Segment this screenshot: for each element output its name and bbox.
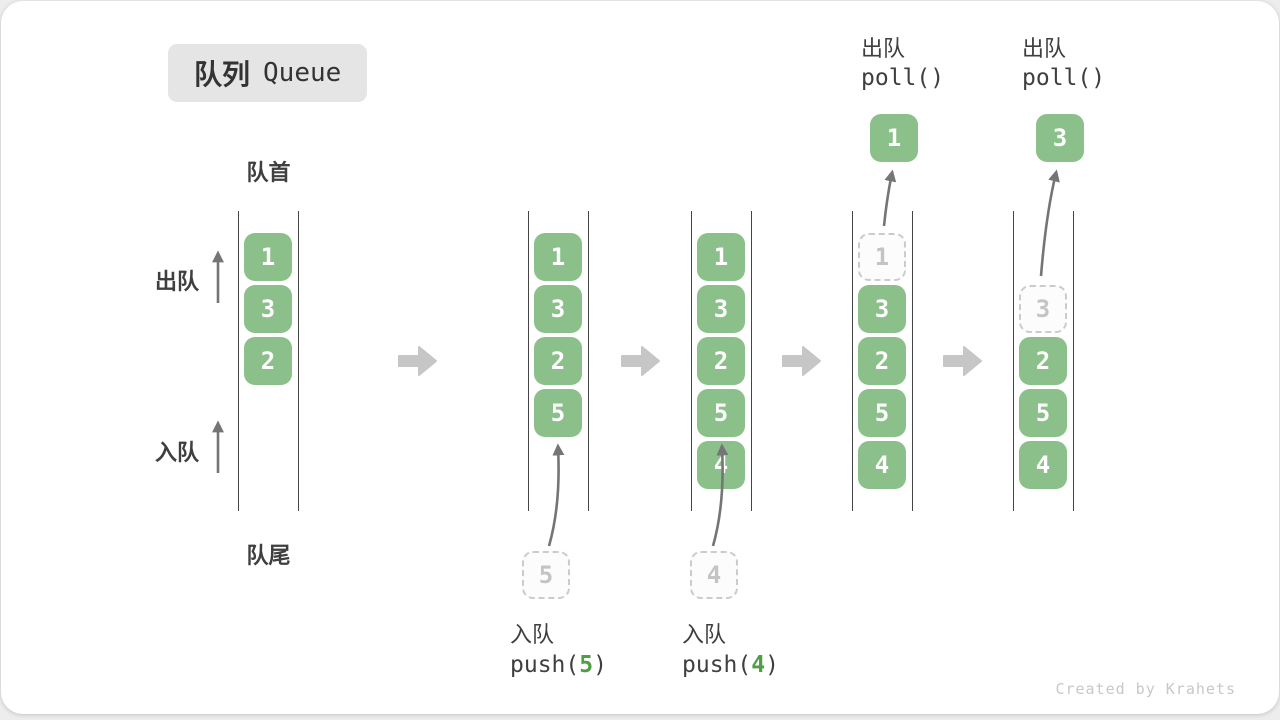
title-en: Queue bbox=[263, 58, 342, 88]
polled-value-3: 3 bbox=[1036, 114, 1084, 162]
dequeue-label-poll1: 出队 bbox=[861, 37, 906, 62]
queue-3-container bbox=[691, 211, 752, 511]
queue-1-cell: 2 bbox=[244, 337, 292, 385]
queue-5-removed-slot: 3 bbox=[1019, 285, 1067, 333]
queue-5-container bbox=[1013, 211, 1074, 511]
queue-2-cell: 3 bbox=[534, 285, 582, 333]
queue-3-cell: 4 bbox=[697, 441, 745, 489]
queue-4-container bbox=[852, 211, 913, 511]
queue-5-cell: 4 bbox=[1019, 441, 1067, 489]
push4-code-arg: 4 bbox=[751, 652, 766, 678]
queue-2-cell: 5 bbox=[534, 389, 582, 437]
staged-value-4: 4 bbox=[690, 551, 738, 599]
push4-code-post: ) bbox=[765, 652, 779, 678]
queue-1-container bbox=[238, 211, 299, 511]
enqueue-side-label: 入队 bbox=[155, 441, 200, 466]
queue-4-cell: 2 bbox=[858, 337, 906, 385]
queue-3-cell: 2 bbox=[697, 337, 745, 385]
queue-5-cell: 2 bbox=[1019, 337, 1067, 385]
queue-front-label: 队首 bbox=[246, 161, 291, 186]
push4-code: push(4) bbox=[682, 652, 779, 678]
poll3-code: poll() bbox=[1022, 65, 1106, 91]
queue-4-removed-slot: 1 bbox=[858, 233, 906, 281]
queue-1-cell: 1 bbox=[244, 233, 292, 281]
push4-code-pre: push( bbox=[682, 652, 752, 678]
push5-code-post: ) bbox=[593, 652, 607, 678]
push5-code-arg: 5 bbox=[579, 652, 594, 678]
diagram-title: 队列 Queue bbox=[168, 44, 368, 102]
push5-code-pre: push( bbox=[510, 652, 580, 678]
poll1-code: poll() bbox=[861, 65, 945, 91]
queue-rear-label: 队尾 bbox=[246, 544, 291, 569]
watermark: Created by Krahets bbox=[1055, 680, 1236, 698]
enqueue-label-push4: 入队 bbox=[682, 623, 727, 648]
queue-1-cell: 3 bbox=[244, 285, 292, 333]
push5-code: push(5) bbox=[510, 652, 607, 678]
queue-5-cell: 5 bbox=[1019, 389, 1067, 437]
queue-4-cell: 3 bbox=[858, 285, 906, 333]
dequeue-label-poll3: 出队 bbox=[1022, 37, 1067, 62]
queue-4-cell: 4 bbox=[858, 441, 906, 489]
queue-3-cell: 5 bbox=[697, 389, 745, 437]
queue-4-cell: 5 bbox=[858, 389, 906, 437]
enqueue-label-push5: 入队 bbox=[510, 623, 555, 648]
title-zh: 队列 bbox=[194, 58, 251, 91]
queue-2-cell: 1 bbox=[534, 233, 582, 281]
staged-value-5: 5 bbox=[522, 551, 570, 599]
dequeue-side-label: 出队 bbox=[155, 270, 200, 295]
queue-2-cell: 2 bbox=[534, 337, 582, 385]
queue-3-cell: 1 bbox=[697, 233, 745, 281]
queue-2-container bbox=[528, 211, 589, 511]
queue-3-cell: 3 bbox=[697, 285, 745, 333]
polled-value-1: 1 bbox=[870, 114, 918, 162]
